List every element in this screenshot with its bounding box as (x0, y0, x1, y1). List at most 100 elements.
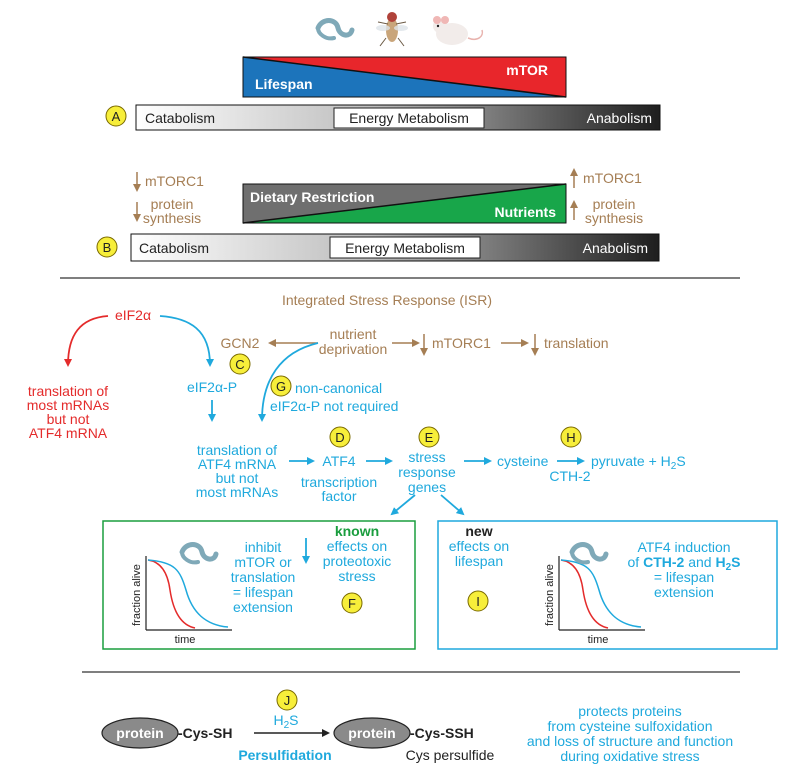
left-synthesis-label: synthesis (143, 210, 201, 226)
stress-label: stress (408, 449, 445, 465)
badge-a (105, 105, 127, 127)
response-label: response (398, 464, 456, 480)
protects-line-2: from cysteine sulfoxidation (548, 718, 713, 734)
badge-h (560, 426, 582, 448)
badge-g (270, 375, 292, 397)
cys-sh-label: -Cys-SH (178, 725, 232, 741)
trans-line-1: translation of (197, 442, 277, 458)
genes-label: genes (408, 479, 446, 495)
ylabel-f: fraction alive (131, 564, 143, 626)
svg-text:G: G (276, 379, 286, 394)
inhibit-line-1: inhibit (245, 539, 282, 555)
protects-line-3: and loss of structure and function (527, 733, 733, 749)
svg-text:F: F (348, 596, 356, 611)
mtor-label: mTOR (506, 62, 548, 78)
xlabel-f: time (175, 634, 196, 646)
extended-curve (147, 559, 229, 628)
translation-label: translation (544, 335, 609, 351)
badge-j (276, 689, 298, 711)
svg-text:H: H (566, 430, 575, 445)
deprivation-label: deprivation (319, 341, 388, 357)
gcn2-label: GCN2 (221, 335, 260, 351)
svg-text:I: I (476, 594, 480, 609)
nutrients-label: Nutrients (495, 204, 557, 220)
fly-icon (376, 12, 408, 47)
svg-text:E: E (425, 430, 434, 445)
tf-line-2: factor (321, 488, 356, 504)
left-protein-label: protein (151, 196, 194, 212)
xlabel-i: time (588, 634, 609, 646)
trans-line-3: but not (216, 470, 259, 486)
inhibit-line-4: = lifespan (233, 584, 293, 600)
protein-right-label: protein (348, 725, 395, 741)
badge-b (96, 236, 118, 258)
box-known-effects: fraction alive time inhibit mTOR or tran… (102, 520, 416, 650)
isr-title: Integrated Stress Response (ISR) (282, 292, 492, 308)
red-line-4: ATF4 mRNA (29, 425, 108, 441)
cth2-label: CTH-2 (549, 468, 590, 484)
anabolism-label-a: Anabolism (587, 110, 652, 126)
red-line-1: translation of (28, 383, 108, 399)
eif2a-p-label: eIF2α-P (187, 379, 237, 395)
protein-right-shape (333, 717, 411, 749)
trans-line-4: most mRNAs (196, 484, 278, 500)
protein-left-label: protein (116, 725, 163, 741)
atf4-induction-2: of CTH-2 and H2S (628, 554, 741, 573)
persulfidation-label: Persulfidation (238, 747, 331, 763)
badge-c (229, 353, 251, 375)
energy-metabolism-label-a: Energy Metabolism (349, 110, 469, 126)
box-new-effects: new effects on lifespan I fraction alive… (437, 520, 778, 650)
worm-icon (179, 542, 219, 565)
inhibit-line-5: extension (233, 599, 293, 615)
atf4-induction-3: = lifespan (654, 569, 714, 585)
svg-text:D: D (335, 430, 344, 445)
tf-line-1: transcription (301, 474, 377, 490)
known-label: known (335, 523, 379, 539)
badge-i (467, 590, 489, 612)
catabolism-label-b: Catabolism (139, 240, 209, 256)
extended-curve (560, 559, 642, 628)
badge-f (341, 592, 363, 614)
energy-metabolism-label-b: Energy Metabolism (345, 240, 465, 256)
cys-ssh-label: -Cys-SSH (410, 725, 474, 741)
atf4-induction-4: extension (654, 584, 714, 600)
cys-persulfide-label: Cys persulfide (406, 747, 495, 763)
badge-e (418, 426, 440, 448)
inhibit-line-2: mTOR or (234, 554, 292, 570)
ylabel-i: fraction alive (544, 564, 556, 626)
red-arrow (64, 315, 109, 367)
isr-pathway: Integrated Stress Response (ISR) eIF2α t… (27, 292, 686, 516)
noncanonical-label: non-canonical (295, 380, 382, 396)
new-effects-2: lifespan (455, 553, 503, 569)
right-synthesis-label: synthesis (585, 210, 643, 226)
blue-arrow (159, 315, 214, 367)
svg-text:C: C (235, 357, 244, 372)
cysteine-label: cysteine (497, 453, 549, 469)
worm-icon (569, 542, 609, 565)
h2s-label: H2S (273, 712, 298, 731)
red-line-2: most mRNAs (27, 397, 109, 413)
badge-d (329, 426, 351, 448)
control-curve (147, 559, 196, 629)
svg-text:B: B (103, 240, 112, 255)
worm-icon (315, 18, 355, 41)
lifespan-label: Lifespan (255, 76, 313, 92)
svg-text:J: J (284, 693, 291, 708)
mtorc1-label: mTORC1 (432, 335, 491, 351)
blue-arrow (440, 494, 465, 516)
red-line-3: but not (47, 411, 90, 427)
known-effects-3: stress (338, 568, 375, 584)
panel-a: Lifespan mTOR Catabolism Energy Metaboli… (105, 12, 661, 131)
pyruvate-label: pyruvate + H2S (591, 453, 686, 472)
control-curve (560, 559, 609, 629)
anabolism-label-b: Anabolism (583, 240, 648, 256)
eif2a-label: eIF2α (115, 307, 151, 323)
known-effects-2: proteotoxic (323, 553, 391, 569)
right-mtorc1-label: mTORC1 (583, 170, 642, 186)
panel-b: Dietary Restriction Nutrients mTORC1 pro… (96, 168, 660, 262)
blue-arrow (258, 342, 319, 422)
new-label: new (465, 523, 492, 539)
persulfidation-section: protein -Cys-SH J H2S Persulfidation pro… (101, 689, 733, 764)
left-mtorc1-label: mTORC1 (145, 173, 204, 189)
